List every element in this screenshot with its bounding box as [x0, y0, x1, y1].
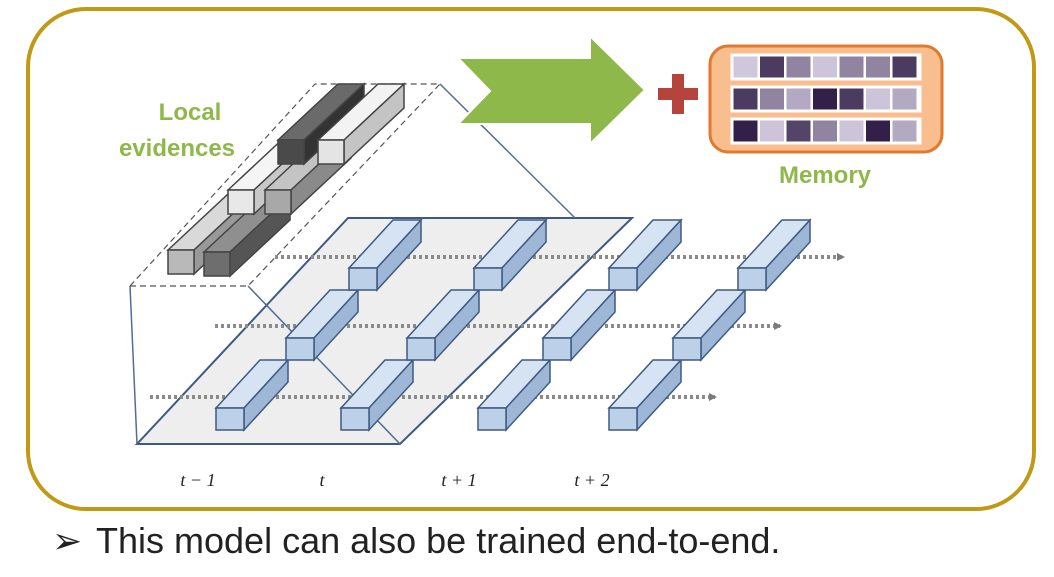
- local-evidence-blocks: [166, 82, 406, 278]
- memory-cell: [812, 55, 838, 79]
- memory-cell: [759, 55, 785, 79]
- time-label-t: t: [319, 470, 325, 490]
- bullet-arrow-icon: ➢: [52, 520, 83, 561]
- memory-cell: [838, 55, 865, 79]
- memory-cell: [865, 119, 891, 143]
- feature-block: [347, 218, 423, 292]
- feature-block: [736, 218, 812, 292]
- feature-block: [214, 358, 290, 432]
- memory-cell: [732, 119, 759, 143]
- feature-block: [607, 218, 683, 292]
- memory-cell: [732, 87, 759, 111]
- memory-grid: [730, 53, 922, 145]
- memory-cell: [891, 87, 918, 111]
- bullet-line: ➢ This model can also be trained end-to-e…: [52, 520, 780, 562]
- memory-cell: [812, 119, 838, 143]
- local-evidences-label-line2: evidences: [119, 135, 235, 162]
- memory-cell: [785, 87, 812, 111]
- feature-block: [476, 358, 552, 432]
- feature-block: [339, 358, 415, 432]
- memory-cell: [732, 55, 759, 79]
- feature-block: [472, 218, 548, 292]
- feature-block: [541, 288, 617, 362]
- memory-cell: [759, 119, 785, 143]
- feature-block: [284, 288, 360, 362]
- memory-cell: [891, 119, 918, 143]
- memory-cell: [865, 87, 891, 111]
- memory-cell: [838, 87, 865, 111]
- memory-cell: [891, 55, 918, 79]
- feature-block: [405, 288, 481, 362]
- model-diagram: Local evidences Memory t − 1 t t + 1 t +…: [26, 7, 1036, 511]
- green-arrow-icon: [455, 33, 647, 147]
- memory-cell: [812, 87, 838, 111]
- memory-cell: [865, 55, 891, 79]
- local-evidence-block: [316, 82, 406, 166]
- plus-icon: [658, 74, 698, 114]
- memory-cell: [759, 87, 785, 111]
- time-label-t-plus-2: t + 2: [574, 470, 609, 490]
- bullet-text: This model can also be trained end-to-en…: [96, 520, 781, 561]
- local-evidences-label-line1: Local: [159, 99, 222, 126]
- memory-label: Memory: [779, 162, 872, 189]
- time-label-t-minus-1: t − 1: [180, 470, 215, 490]
- memory-cell: [785, 55, 812, 79]
- feature-block: [671, 288, 747, 362]
- memory-cell: [785, 119, 812, 143]
- feature-blocks: [214, 218, 812, 432]
- time-label-t-plus-1: t + 1: [441, 470, 476, 490]
- memory-cell: [838, 119, 865, 143]
